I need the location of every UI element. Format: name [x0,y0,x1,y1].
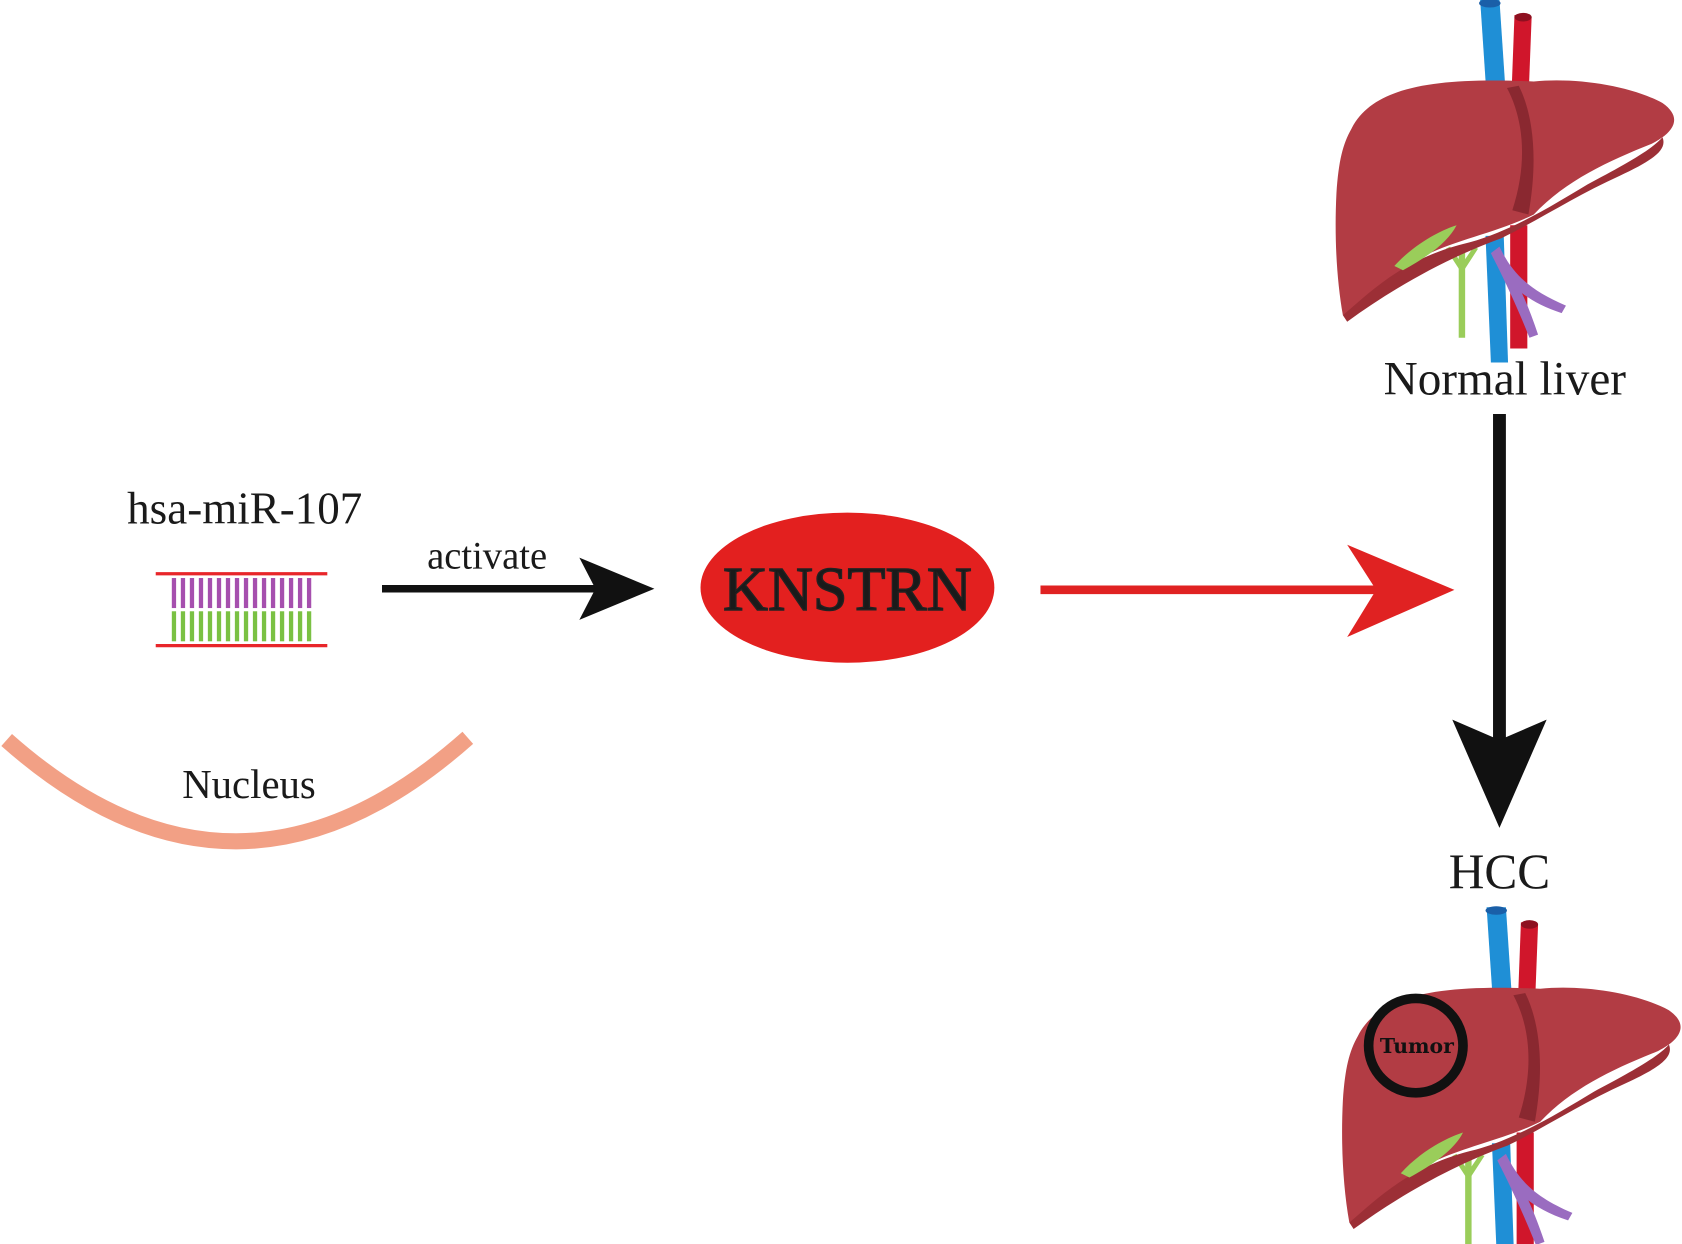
rna-base-top [234,578,240,609]
rna-base-bottom [252,611,258,642]
rna-base-bottom [189,611,195,642]
rna-base-top [180,578,186,609]
hcc-liver-icon [1342,906,1681,1244]
knstrn-label: KNSTRN [723,556,972,624]
rna-base-top [207,578,213,609]
rna-base-top [297,578,303,609]
rna-base-bottom [261,611,267,642]
rna-base-bottom [306,611,312,642]
rna-base-top [252,578,258,609]
knstrn-node [700,512,995,663]
activate-arrow [382,557,655,620]
rna-base-top [279,578,285,609]
rna-base-top [243,578,249,609]
rna-base-bottom [288,611,294,642]
rna-base-bottom [216,611,222,642]
nucleus-membrane-arc [1,731,474,850]
rna-base-bottom [198,611,204,642]
activate-label: activate [427,535,547,577]
nucleus-label: Nucleus [182,762,316,807]
rna-base-top [306,578,312,609]
rna-base-bottom [180,611,186,642]
rna-base-top [198,578,204,609]
rna-base-bottom [279,611,285,642]
rna-base-bottom [270,611,276,642]
rna-base-bottom [234,611,240,642]
promote-arrow [1040,544,1455,638]
rna-base-top [270,578,276,609]
rna-base-top [261,578,267,609]
rna-base-top [225,578,231,609]
tumor-ring [1363,993,1468,1098]
rna-base-bottom [207,611,213,642]
hcc-label: HCC [1449,844,1550,899]
normal-liver-icon [1335,0,1675,363]
rna-base-bottom [225,611,231,642]
rna-base-bottom [297,611,303,642]
rna-base-top [171,578,177,609]
mirna-label: hsa-miR-107 [127,483,362,533]
progression-arrow [1452,413,1547,828]
rna-base-top [189,578,195,609]
rna-base-bottom [243,611,249,642]
rna-base-bottom [171,611,177,642]
normal-liver-label: Normal liver [1384,354,1627,406]
rna-base-top [216,578,222,609]
rna-base-top [288,578,294,609]
tumor-label: Tumor [1380,1034,1454,1058]
rna-duplex-icon [155,572,328,648]
